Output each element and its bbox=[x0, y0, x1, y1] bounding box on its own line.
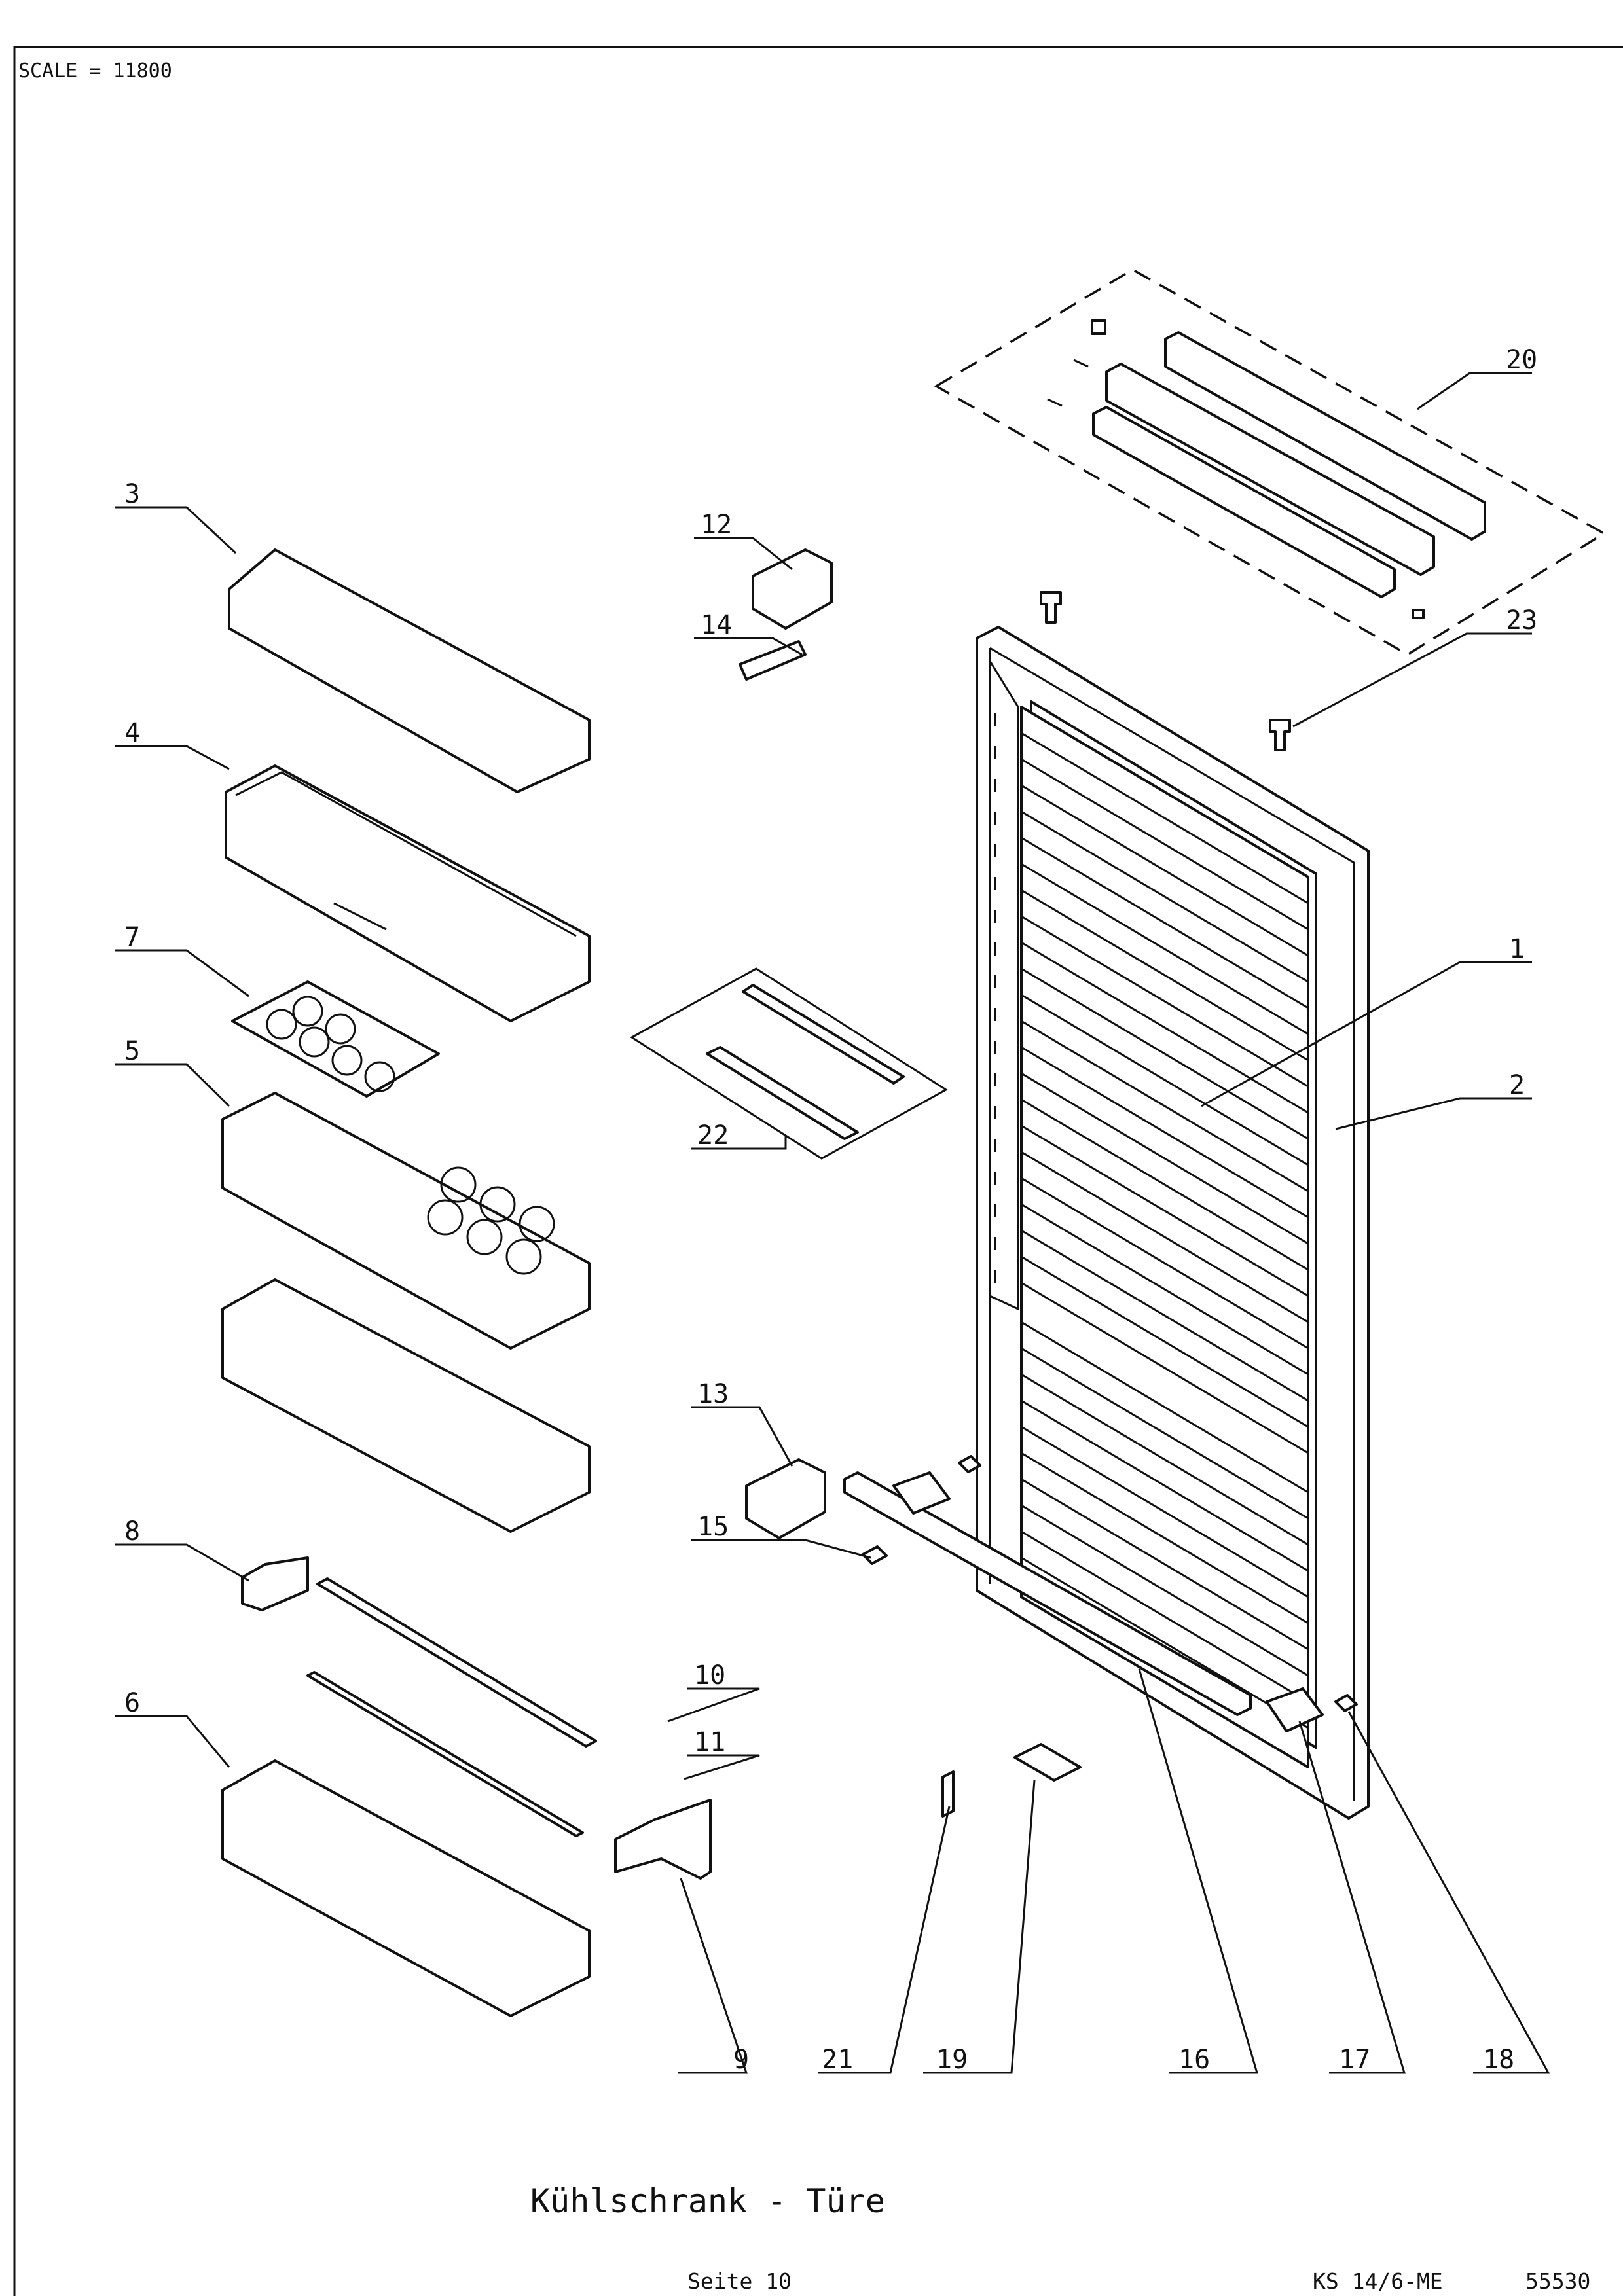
part-11-rail bbox=[306, 1671, 584, 1837]
part-19-clip bbox=[1013, 1743, 1082, 1782]
door-liner-part-1 bbox=[989, 660, 1309, 1768]
part-8-rail-holder bbox=[241, 1556, 309, 1611]
hinge-plate-upper bbox=[892, 1471, 951, 1515]
part-7-egg-tray bbox=[231, 980, 440, 1098]
callout-11: 11 bbox=[694, 1727, 725, 1757]
callout-1: 1 bbox=[1509, 934, 1525, 964]
door-shelf-unlabeled bbox=[221, 1278, 591, 1533]
callout-labels: 3 4 7 5 8 6 12 14 22 13 15 10 11 9 21 19… bbox=[124, 345, 1537, 2075]
callout-18: 18 bbox=[1483, 2045, 1514, 2075]
drawing-frame bbox=[13, 46, 1623, 2296]
part-12-hinge-bracket bbox=[752, 548, 833, 630]
callout-3: 3 bbox=[124, 479, 140, 509]
callout-2: 2 bbox=[1509, 1070, 1525, 1100]
callout-17: 17 bbox=[1339, 2045, 1370, 2075]
part-3-shelf-cover bbox=[228, 548, 591, 793]
part-13-lower-bracket bbox=[745, 1458, 826, 1539]
callout-7: 7 bbox=[124, 922, 140, 952]
callout-19: 19 bbox=[936, 2045, 968, 2075]
part-16-hinge-bar bbox=[843, 1471, 1252, 1716]
model-number: KS 14/6-ME bbox=[1313, 2269, 1443, 2294]
part-6-bottom-shelf bbox=[221, 1759, 591, 2017]
page-number: Seite 10 bbox=[687, 2269, 792, 2294]
callout-5: 5 bbox=[124, 1036, 140, 1066]
callout-10: 10 bbox=[694, 1660, 725, 1691]
part-15-screw bbox=[862, 1545, 888, 1565]
leader-lines bbox=[115, 372, 1550, 2074]
part-5-egg-shelf bbox=[221, 1092, 591, 1350]
document-number: 55530 bbox=[1525, 2269, 1590, 2294]
callout-9: 9 bbox=[733, 2045, 749, 2075]
scale-note: SCALE = 11800 bbox=[18, 60, 172, 82]
callout-4: 4 bbox=[124, 718, 140, 748]
part-4-door-shelf bbox=[225, 764, 591, 1022]
part-14-cover-cap bbox=[739, 640, 807, 681]
callout-16: 16 bbox=[1178, 2045, 1210, 2075]
part-22-mounting-kit bbox=[630, 967, 948, 1160]
callout-8: 8 bbox=[124, 1516, 140, 1547]
part-18-screw bbox=[1334, 1694, 1358, 1712]
callout-14: 14 bbox=[701, 610, 732, 640]
part-17-hinge-plate-bottom bbox=[1266, 1687, 1324, 1732]
callout-23: 23 bbox=[1506, 605, 1537, 636]
callout-15: 15 bbox=[697, 1512, 729, 1542]
part-21-screw bbox=[941, 1770, 955, 1818]
callout-13: 13 bbox=[697, 1379, 729, 1409]
callout-21: 21 bbox=[822, 2045, 853, 2075]
callout-12: 12 bbox=[701, 510, 732, 540]
part-20-top-trim-kit bbox=[934, 268, 1607, 656]
screw-unlabeled bbox=[958, 1455, 981, 1473]
callout-22: 22 bbox=[697, 1121, 729, 1151]
part-9-rail-holder bbox=[614, 1799, 712, 1880]
part-23-hinge-pins bbox=[1040, 591, 1291, 751]
drawing-title: Kühlschrank - Türe bbox=[530, 2182, 885, 2220]
callout-20: 20 bbox=[1506, 345, 1537, 375]
callout-6: 6 bbox=[124, 1688, 140, 1718]
part-10-rail bbox=[316, 1577, 597, 1748]
